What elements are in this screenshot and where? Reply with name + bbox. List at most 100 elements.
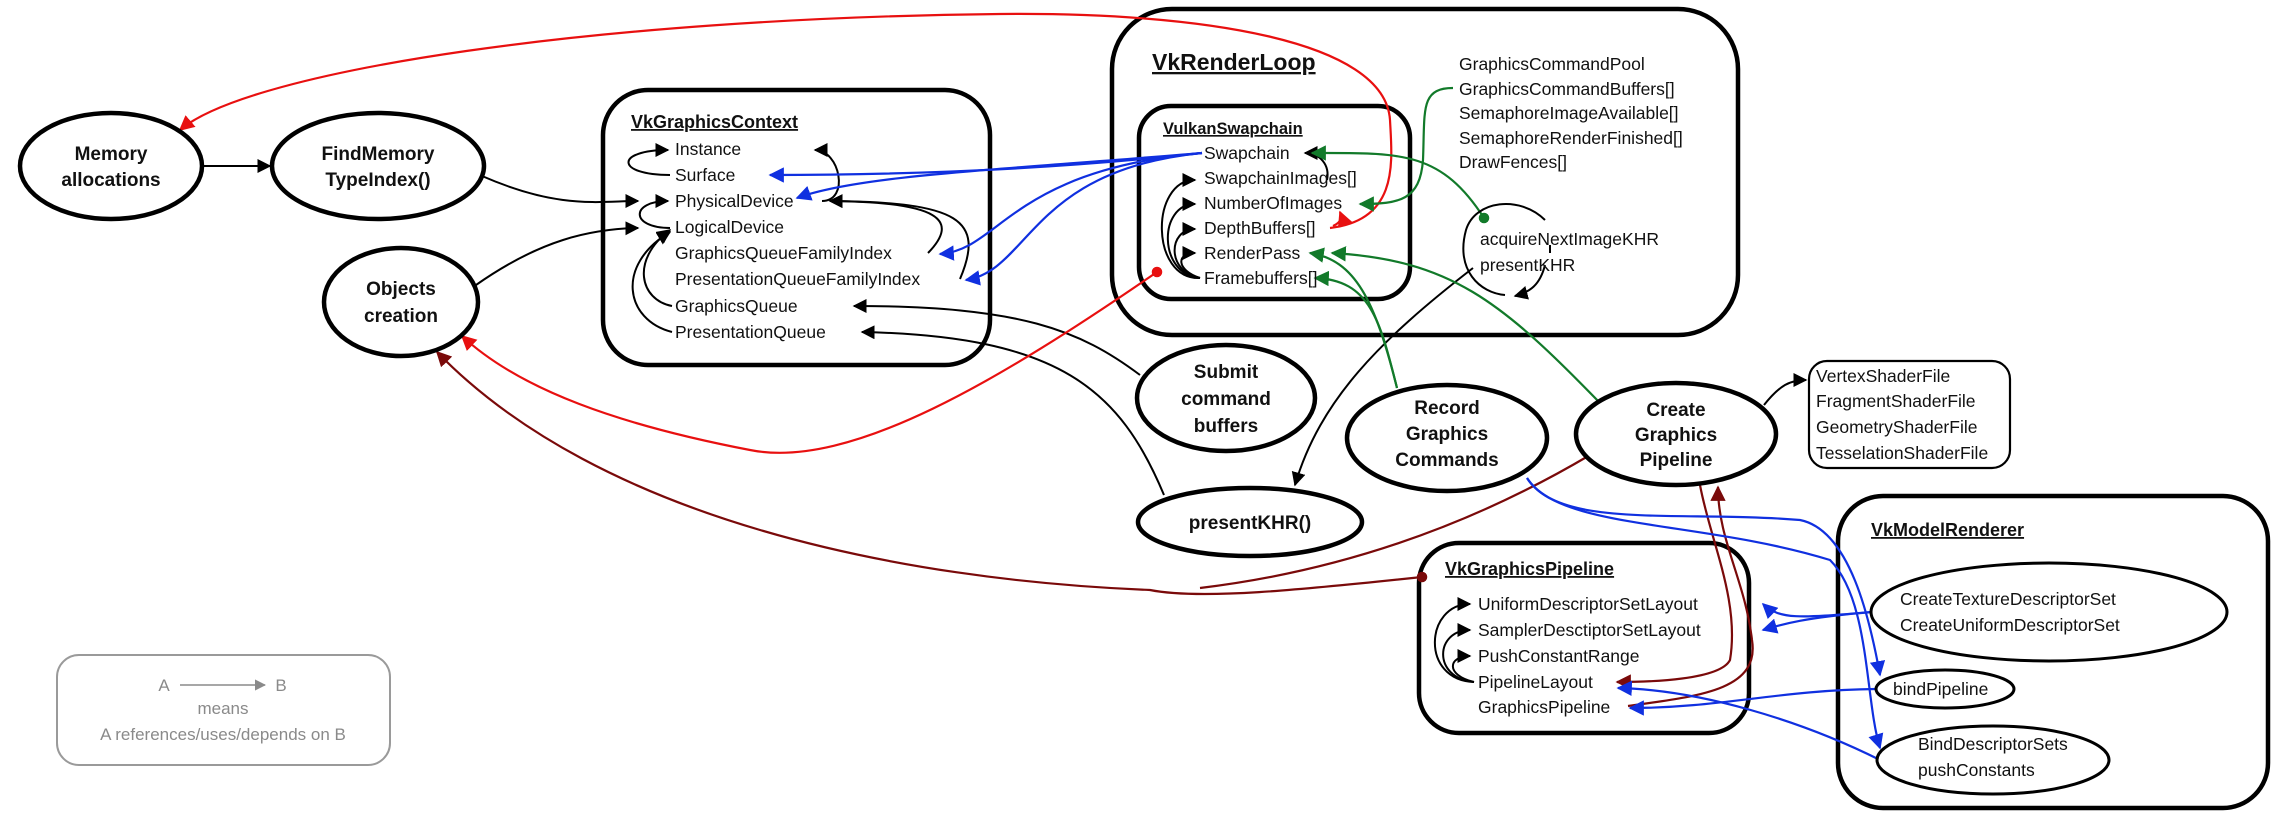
swapchain-item[interactable]: DepthBuffers[] bbox=[1204, 218, 1316, 238]
node-label: Commands bbox=[1395, 450, 1498, 471]
edge-create-pipeline-to-curve bbox=[1199, 454, 1591, 590]
bind-pipeline-node[interactable]: bindPipeline bbox=[1874, 668, 2016, 710]
node-find-memory-type-index[interactable]: FindMemory TypeIndex() bbox=[269, 110, 487, 222]
edge-present-to-presentationqueue bbox=[860, 325, 1165, 496]
edge-pqfi-to-physical bbox=[828, 194, 970, 280]
loop-label-acquire[interactable]: acquireNextImageKHR bbox=[1480, 229, 1659, 249]
context-item-presentation-queue-family-index[interactable]: PresentationQueueFamilyIndex bbox=[675, 269, 920, 289]
node-label: command bbox=[1181, 389, 1271, 410]
edge-surface-to-instance bbox=[627, 143, 671, 176]
vk-graphics-pipeline: VkGraphicsPipeline UniformDescriptorSetL… bbox=[1445, 559, 1701, 717]
swapchain-item[interactable]: SwapchainImages[] bbox=[1204, 168, 1357, 188]
edge-swapchain-to-gqfi bbox=[938, 151, 1203, 261]
pipeline-item[interactable]: GraphicsPipeline bbox=[1478, 697, 1610, 717]
descriptor-set-label: CreateUniformDescriptorSet bbox=[1900, 615, 2120, 635]
legend-box bbox=[56, 654, 391, 766]
edge-layout-to-pushconst bbox=[1452, 649, 1475, 683]
vk-graphics-pipeline-title: VkGraphicsPipeline bbox=[1445, 559, 1614, 579]
context-item-presentation-queue[interactable]: PresentationQueue bbox=[675, 322, 826, 342]
edge-bindpipeline-to-graphicspipeline bbox=[1628, 687, 1877, 716]
swapchain-item[interactable]: RenderPass bbox=[1204, 243, 1301, 263]
edge-swapchain-to-objects bbox=[460, 266, 1163, 454]
vulkan-swapchain-title: VulkanSwapchain bbox=[1163, 120, 1303, 138]
context-item-instance[interactable]: Instance bbox=[675, 139, 741, 159]
edge-record-to-bindpipeline bbox=[1526, 477, 1886, 677]
pipeline-item[interactable]: UniformDescriptorSetLayout bbox=[1478, 594, 1698, 614]
edge-framebuffers-to-images bbox=[1160, 173, 1201, 280]
edge-descsets-to-sampler bbox=[1761, 610, 1873, 634]
context-item-logical-device[interactable]: LogicalDevice bbox=[675, 217, 784, 237]
descriptor-sets-node[interactable]: CreateTextureDescriptorSet CreateUniform… bbox=[1869, 561, 2229, 663]
push-constants-label: pushConstants bbox=[1918, 760, 2035, 780]
vk-model-renderer: VkModelRenderer CreateTextureDescriptorS… bbox=[1869, 520, 2229, 796]
vk-graphics-context-title: VkGraphicsContext bbox=[631, 112, 798, 132]
pipeline-item[interactable]: PipelineLayout bbox=[1478, 672, 1593, 692]
vk-model-renderer-title: VkModelRenderer bbox=[1871, 520, 2024, 540]
vk-graphics-pipeline-box bbox=[1416, 540, 1752, 736]
node-label: Record bbox=[1414, 398, 1479, 419]
edge-binddesc-to-pipelinelayout bbox=[1616, 680, 1881, 761]
swapchain-item[interactable]: Framebuffers[] bbox=[1204, 268, 1317, 288]
node-label: TypeIndex() bbox=[325, 170, 430, 191]
shader-file-item[interactable]: VertexShaderFile bbox=[1816, 366, 1950, 386]
legend-a: A bbox=[158, 676, 170, 695]
node-present-khr[interactable]: presentKHR() bbox=[1135, 485, 1365, 559]
node-memory-allocations[interactable]: Memory allocations bbox=[17, 110, 205, 222]
render-loop-member[interactable]: DrawFences[] bbox=[1459, 152, 1567, 172]
pipeline-item[interactable]: PushConstantRange bbox=[1478, 646, 1640, 666]
node-label: Objects bbox=[366, 279, 436, 300]
node-create-graphics-pipeline[interactable]: Create Graphics Pipeline bbox=[1573, 380, 1779, 488]
shader-file-item[interactable]: GeometryShaderFile bbox=[1816, 417, 1977, 437]
legend-description: A references/uses/depends on B bbox=[100, 725, 346, 744]
vk-model-renderer-box bbox=[1835, 493, 2271, 811]
render-loop-member[interactable]: GraphicsCommandPool bbox=[1459, 54, 1645, 74]
shader-file-item[interactable]: FragmentShaderFile bbox=[1816, 391, 1976, 411]
swapchain-item[interactable]: Swapchain bbox=[1204, 143, 1290, 163]
edges bbox=[178, 12, 1886, 761]
legend-means: means bbox=[197, 699, 248, 718]
legend: A B means A references/uses/depends on B bbox=[100, 676, 346, 744]
edge-objects-to-logicaldevice bbox=[475, 221, 640, 286]
edge-findmemory-to-physicaldevice bbox=[481, 175, 640, 209]
render-loop-member[interactable]: SemaphoreRenderFinished[] bbox=[1459, 128, 1683, 148]
node-record-graphics-commands[interactable]: Record Graphics Commands bbox=[1344, 382, 1550, 494]
node-label: allocations bbox=[61, 170, 160, 191]
swapchain-item[interactable]: NumberOfImages bbox=[1204, 193, 1342, 213]
edge-record-to-binddescriptorsets bbox=[1526, 477, 1884, 750]
descriptor-set-label: CreateTextureDescriptorSet bbox=[1900, 589, 2116, 609]
node-label: Memory bbox=[75, 144, 148, 165]
node-label: Submit bbox=[1194, 362, 1259, 383]
node-label: presentKHR() bbox=[1189, 513, 1311, 534]
vk-render-loop-title: VkRenderLoop bbox=[1152, 49, 1316, 75]
node-label: FindMemory bbox=[322, 144, 435, 165]
bind-descriptor-sets-node[interactable]: BindDescriptorSets pushConstants bbox=[1875, 724, 2111, 796]
node-label: buffers bbox=[1194, 416, 1258, 437]
vk-render-loop: VkRenderLoop GraphicsCommandPool Graphic… bbox=[1152, 49, 1683, 288]
context-item-surface[interactable]: Surface bbox=[675, 165, 735, 185]
pipeline-item[interactable]: SamplerDesctiptorSetLayout bbox=[1478, 620, 1701, 640]
edge-loop-to-swapchain bbox=[1310, 145, 1490, 224]
bind-pipeline-label: bindPipeline bbox=[1893, 679, 1988, 699]
context-item-graphics-queue[interactable]: GraphicsQueue bbox=[675, 296, 798, 316]
context-item-physical-device[interactable]: PhysicalDevice bbox=[675, 191, 794, 211]
edge-framebuffers-to-renderpass bbox=[1180, 246, 1201, 279]
loop-arc-right bbox=[1513, 264, 1546, 300]
node-label: creation bbox=[364, 306, 438, 327]
shader-file-item[interactable]: TesselationShaderFile bbox=[1816, 443, 1988, 463]
loop-arc-left bbox=[1462, 203, 1546, 296]
node-objects-creation[interactable]: Objects creation bbox=[321, 245, 481, 359]
context-item-graphics-queue-family-index[interactable]: GraphicsQueueFamilyIndex bbox=[675, 243, 892, 263]
legend-b: B bbox=[275, 676, 286, 695]
node-label: Graphics bbox=[1635, 425, 1717, 446]
render-loop-member[interactable]: GraphicsCommandBuffers[] bbox=[1459, 79, 1675, 99]
bind-descriptor-sets-label: BindDescriptorSets bbox=[1918, 734, 2068, 754]
node-label: Create bbox=[1646, 400, 1705, 421]
loop-label-present[interactable]: presentKHR bbox=[1480, 255, 1575, 275]
edge-record-to-renderpass bbox=[1308, 247, 1399, 389]
shader-files-box bbox=[1807, 359, 2012, 470]
edge-cmdbuffers-to-numimages bbox=[1358, 86, 1454, 212]
edge-graphicspipeline-to-create bbox=[1627, 485, 1754, 708]
node-submit-command-buffers[interactable]: Submit command buffers bbox=[1134, 342, 1318, 454]
render-loop-member[interactable]: SemaphoreImageAvailable[] bbox=[1459, 103, 1679, 123]
